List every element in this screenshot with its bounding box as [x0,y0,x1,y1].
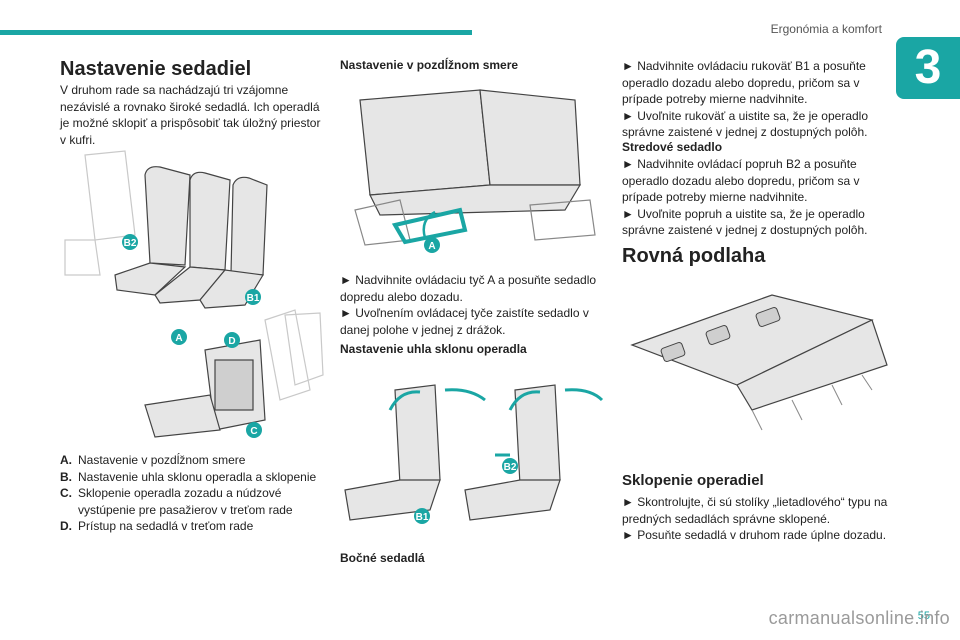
svg-text:A: A [175,333,182,344]
middle-seat-heading: Stredové sedadlo [622,140,723,154]
arrow-forward [444,388,486,402]
arrow-back [388,390,421,411]
svg-text:B2: B2 [124,238,137,249]
section-title: Ergonómia a komfort [770,22,882,36]
svg-text:B1: B1 [247,293,260,304]
svg-text:D: D [228,336,235,347]
page-number: 55 [917,610,930,622]
fold-backrests-heading: Sklopenie operadiel [622,472,764,489]
label-a-badge: A [171,329,187,345]
flat-floor-illustration [630,294,888,431]
single-seat-drawing [144,339,266,438]
fold-backrests-text: ► Skontrolujte, či sú stolíky „lietadlov… [622,495,888,542]
chapter-number-tab: 3 [896,37,960,99]
label-b2-badge: B2 [122,234,138,250]
legend-list: A. Nastavenie v pozdĺžnom smere B. Nasta… [60,452,330,535]
flat-floor-title: Rovná podlaha [622,245,766,267]
watermark-text: carmanualsonline.info [768,608,950,628]
label-c-badge: C [246,422,262,438]
heading-longitudinal: Nastavenie v pozdĺžnom smere [340,58,519,72]
label-b1-badge: B1 [414,508,430,524]
seats-overview-illustration: B2 B1 A D C [64,150,324,438]
second-row-seats-drawing [114,166,268,309]
figure-caption: Bočné sedadlá [340,551,425,565]
b1-instructions: ► Nadvihnite ovládaciu rukoväť B1 a posu… [622,59,868,139]
label-a-badge: A [424,237,440,253]
legend-item: C. Sklopenie operadla zozadu a núdzové v… [60,486,293,517]
label-b1-badge: B1 [245,289,261,305]
b2-instructions: ► Nadvihnite ovládací popruh B2 a posuňt… [622,157,868,237]
label-b2-badge: B2 [502,458,518,474]
svg-text:A: A [428,241,435,252]
header-accent-bar [0,30,472,35]
svg-text:B2: B2 [504,462,517,473]
heading-angle: Nastavenie uhla sklonu operadla [340,342,527,356]
longitudinal-adjustment-illustration: A [354,89,596,253]
page-title: Nastavenie sedadiel [60,58,252,80]
svg-text:C: C [250,426,257,437]
legend-item: B. Nastavenie uhla sklonu operadla a skl… [60,469,317,484]
label-d-badge: D [224,332,240,348]
longitudinal-text: ► Nadvihnite ovládaciu tyč A a posuňte s… [340,273,597,337]
backrest-angle-illustration: B1 B2 [344,384,604,524]
control-bar-drawing [391,207,468,245]
svg-text:B1: B1 [416,512,429,523]
legend-item: D. Prístup na sedadlá v treťom rade [60,519,254,533]
intro-paragraph: V druhom rade sa nachádzajú tri vzájomne… [60,83,321,147]
legend-item: A. Nastavenie v pozdĺžnom smere [60,453,246,467]
